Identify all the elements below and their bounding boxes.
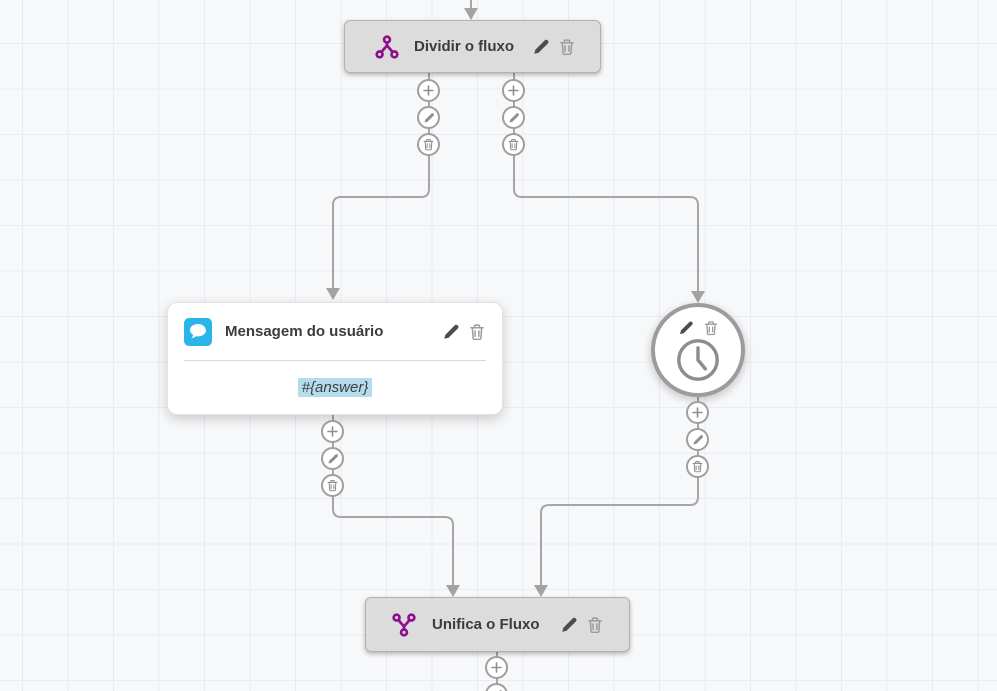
connector-actions-right — [502, 79, 525, 156]
edit-icon[interactable] — [417, 106, 440, 129]
node-dividir-fluxo[interactable]: Dividir o fluxo — [344, 20, 601, 73]
add-icon[interactable] — [485, 656, 508, 679]
node-wait[interactable] — [651, 303, 745, 397]
edit-icon[interactable] — [502, 106, 525, 129]
merge-flow-icon — [391, 612, 417, 638]
node-unifica-fluxo[interactable]: Unifica o Fluxo — [365, 597, 630, 652]
edit-icon[interactable] — [678, 320, 694, 336]
edit-icon[interactable] — [532, 38, 550, 56]
add-icon[interactable] — [686, 401, 709, 424]
node-title: Dividir o fluxo — [414, 38, 515, 55]
add-icon[interactable] — [417, 79, 440, 102]
connector-wait-to-merge — [540, 475, 699, 585]
connector-split-to-message — [332, 152, 430, 289]
node-mensagem-usuario[interactable]: Mensagem do usuário #{answer} — [167, 302, 503, 415]
edit-icon[interactable] — [442, 323, 460, 341]
divider — [184, 360, 486, 361]
delete-icon[interactable] — [468, 323, 486, 341]
delete-icon[interactable] — [558, 38, 576, 56]
delete-icon[interactable] — [703, 320, 719, 336]
chat-bubble-icon — [184, 317, 212, 346]
connector-split-to-wait — [513, 152, 699, 292]
node-title: Mensagem do usuário — [225, 323, 384, 340]
delete-icon[interactable] — [321, 474, 344, 497]
split-flow-icon — [374, 34, 400, 60]
connector-actions-left — [417, 79, 440, 156]
node-title: Unifica o Fluxo — [432, 616, 540, 633]
clock-icon — [675, 337, 721, 388]
edit-icon[interactable] — [321, 447, 344, 470]
edit-icon[interactable] — [560, 616, 578, 634]
delete-icon[interactable] — [417, 133, 440, 156]
message-variable: #{answer} — [297, 378, 373, 397]
edit-icon[interactable] — [485, 683, 508, 691]
connector-actions-merge — [485, 656, 508, 691]
add-icon[interactable] — [321, 420, 344, 443]
connector-message-to-merge — [332, 494, 454, 585]
delete-icon[interactable] — [502, 133, 525, 156]
add-icon[interactable] — [502, 79, 525, 102]
delete-icon[interactable] — [586, 616, 604, 634]
edit-icon[interactable] — [686, 428, 709, 451]
delete-icon[interactable] — [686, 455, 709, 478]
connector-actions-message — [321, 420, 344, 497]
connector-actions-wait — [686, 401, 709, 478]
